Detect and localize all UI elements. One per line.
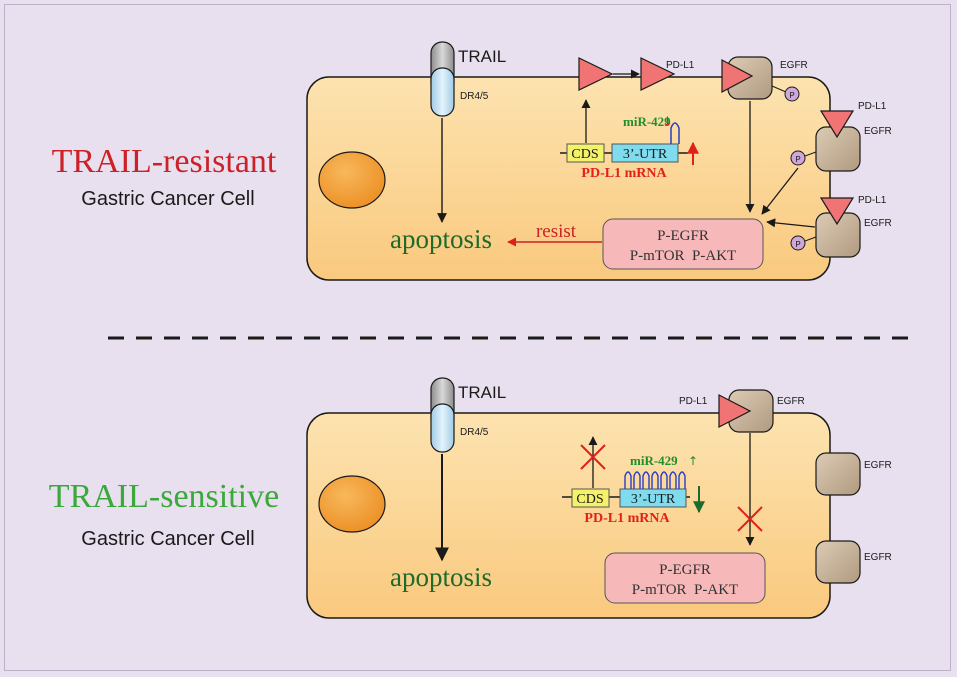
signal-box-line2-top: P-mTOR P-AKT xyxy=(630,248,736,264)
signal-box-line1-bottom: P-EGFR xyxy=(659,562,711,578)
phospho-side2 xyxy=(790,235,806,251)
pdl1-on-egfr-side2 xyxy=(819,197,855,226)
egfr-receptor-bottom-side1 xyxy=(815,452,861,496)
utr-label-top: 3’-UTR xyxy=(623,147,668,162)
signal-box-top xyxy=(602,218,764,270)
mirna-down-arrow-top: ↓ xyxy=(662,115,673,130)
top-panel: TRAIL-resistant Gastric Cancer Cell TRAI… xyxy=(52,41,892,281)
apoptosis-label-bottom: apoptosis xyxy=(390,562,492,592)
phospho-link-top xyxy=(771,85,787,93)
egfr-label-side1: EGFR xyxy=(864,126,892,137)
pdl1-label-side2: PD-L1 xyxy=(858,195,887,206)
pdl1-on-egfr-side1 xyxy=(819,110,855,139)
egfr-receptor-bottom-side2 xyxy=(815,540,861,584)
trail-label-bottom: TRAIL xyxy=(458,383,506,402)
top-panel-subtitle: Gastric Cancer Cell xyxy=(81,188,254,210)
dr45-label-top: DR4/5 xyxy=(460,91,489,102)
cds-box-top xyxy=(566,143,605,163)
dr45-receptor-bottom xyxy=(430,403,455,453)
phospho-label-top: P xyxy=(789,91,794,100)
phospho-link-side2 xyxy=(804,236,817,242)
phospho-label-side1: P xyxy=(795,155,800,164)
pdl1-on-egfr-bottom xyxy=(718,394,752,428)
pdl1-label-side1: PD-L1 xyxy=(858,101,887,112)
mrna-label-top: PD-L1 mRNA xyxy=(581,166,667,181)
egfr-label-bottom-side2: EGFR xyxy=(864,552,892,563)
signal-box-bottom xyxy=(604,552,766,604)
utr-box-top xyxy=(611,143,679,163)
trail-label-top: TRAIL xyxy=(458,47,506,66)
mirna-label-top: miR-429 xyxy=(623,114,671,129)
figure-frame xyxy=(4,4,951,671)
phospho-label-side2: P xyxy=(795,240,800,249)
bottom-panel: TRAIL-sensitive Gastric Cancer Cell TRAI… xyxy=(49,377,892,619)
egfr-label-side2: EGFR xyxy=(864,218,892,229)
resist-label: resist xyxy=(536,221,577,242)
egfr-label-bottom-top: EGFR xyxy=(777,396,805,407)
apoptosis-label-top: apoptosis xyxy=(390,224,492,254)
pdl1-label-bottom: PD-L1 xyxy=(679,396,708,407)
signal-box-line2-bottom: P-mTOR P-AKT xyxy=(632,582,738,598)
dr45-label-bottom: DR4/5 xyxy=(460,427,489,438)
phospho-top xyxy=(784,86,800,102)
mirna-loop-top xyxy=(670,122,680,144)
egfr-side1-to-signal-arrow xyxy=(761,167,799,215)
dr45-receptor-top xyxy=(430,67,455,117)
egfr-side2-to-signal-arrow xyxy=(766,218,816,228)
pdl1-label-top: PD-L1 xyxy=(666,60,695,71)
mrna-label-bottom: PD-L1 mRNA xyxy=(584,511,670,526)
bottom-panel-subtitle: Gastric Cancer Cell xyxy=(81,528,254,550)
egfr-label-bottom-side1: EGFR xyxy=(864,460,892,471)
pdl1-triangle-top-2 xyxy=(640,57,676,91)
nucleus-top xyxy=(318,151,386,209)
cds-label-bottom: CDS xyxy=(576,492,603,507)
mirna-loops-bottom xyxy=(624,471,686,489)
phospho-link-side1 xyxy=(804,151,817,157)
pdl1-triangle-top-1 xyxy=(578,57,614,91)
blocked-cross-translation xyxy=(580,444,606,470)
mirna-label-bottom: miR-429 xyxy=(630,453,678,468)
utr-label-bottom: 3’-UTR xyxy=(631,492,676,507)
pdl1-on-egfr-top xyxy=(721,59,754,93)
bottom-panel-title: TRAIL-sensitive xyxy=(49,478,279,515)
egfr-label-top: EGFR xyxy=(780,60,808,71)
cds-label-top: CDS xyxy=(571,147,598,162)
signal-box-line1-top: P-EGFR xyxy=(657,228,709,244)
nucleus-bottom xyxy=(318,475,386,533)
top-panel-title: TRAIL-resistant xyxy=(52,143,277,180)
phospho-side1 xyxy=(790,150,806,166)
utr-box-bottom xyxy=(619,488,687,508)
cds-box-bottom xyxy=(571,488,610,508)
mirna-up-arrow-bottom: ↑ xyxy=(688,454,698,468)
blocked-cross-signal xyxy=(737,506,763,532)
